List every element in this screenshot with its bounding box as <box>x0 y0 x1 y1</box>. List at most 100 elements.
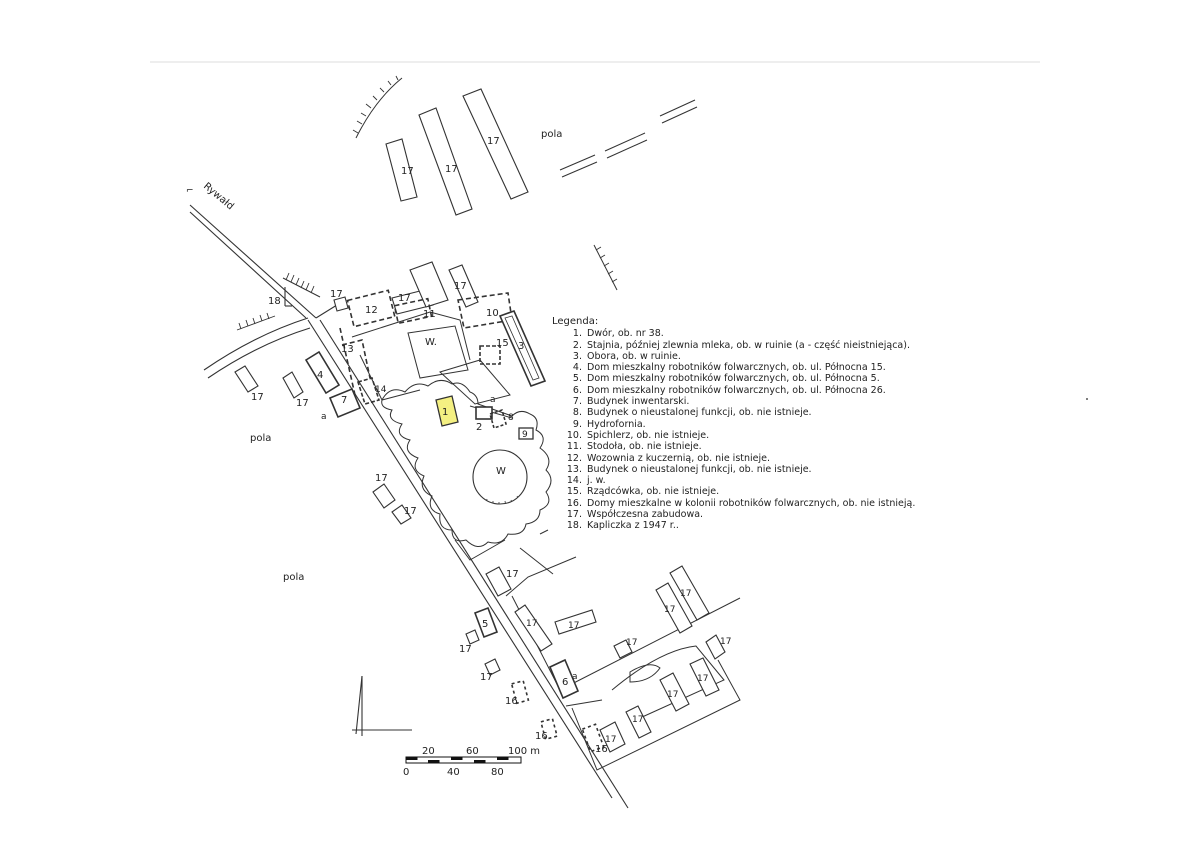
building-8 <box>489 408 507 430</box>
building-17-s2 <box>465 629 480 645</box>
label-11: 11 <box>423 309 436 320</box>
legend-item-text: Dom mieszkalny robotników folwarcznych, … <box>587 384 886 396</box>
scale-bar <box>405 756 522 764</box>
label-17-n2: 17 <box>445 164 458 175</box>
label-17-e7: 17 <box>697 674 708 684</box>
chapel-cross <box>284 287 292 307</box>
legend-item-number: 7. <box>572 396 582 408</box>
legend: Legenda: 1.Dwór, ob. nr 38.2.Stajnia, pó… <box>552 316 915 532</box>
pond <box>472 449 528 505</box>
legend-title: Legenda: <box>552 316 599 327</box>
legend-item-number: 15. <box>566 486 582 498</box>
building-16-c <box>581 723 605 753</box>
legend-item-number: 2. <box>572 339 582 351</box>
label-7a: a <box>321 412 327 422</box>
label-10: 10 <box>486 308 499 319</box>
building-9 <box>518 427 534 440</box>
building-13 <box>339 327 371 396</box>
label-17-w4: 17 <box>404 506 417 517</box>
building-10 <box>457 292 513 329</box>
building-2 <box>475 406 493 420</box>
scale-tick-40: 40 <box>447 767 460 778</box>
legend-item-number: 10. <box>566 429 582 441</box>
legend-item-text: Spichlerz, ob. nie istnieje. <box>587 429 710 441</box>
label-16-a: 16 <box>505 696 518 707</box>
building-7 <box>328 387 362 419</box>
building-15 <box>479 345 501 365</box>
building-17-e6 <box>705 634 726 660</box>
legend-item: 13. Budynek o nieustalonej funkcji, ob. n… <box>552 464 915 475</box>
label-16-c: 16 <box>595 744 608 755</box>
legend-item-number: 6. <box>572 384 582 396</box>
label-17-s2: 17 <box>459 644 472 655</box>
legend-item-number: 14. <box>566 475 582 487</box>
scale-tick-20: 20 <box>422 746 435 757</box>
main-road <box>189 204 629 809</box>
label-17-s: 17 <box>330 289 343 300</box>
building-11 <box>393 297 433 325</box>
legend-item-number: 9. <box>572 418 582 430</box>
scan-dot <box>1086 398 1088 400</box>
legend-item-text: Budynek o nieustalonej funkcji, ob. nie … <box>587 463 812 475</box>
legend-item-number: 3. <box>572 350 582 362</box>
label-14: 14 <box>375 385 387 395</box>
label-17-s1: 17 <box>506 569 519 580</box>
legend-item: 12.Wozownia z kuczernią, ob. nie istniej… <box>552 453 915 464</box>
building-17-tall <box>448 264 479 308</box>
legend-item: 18.Kapliczka z 1947 r.. <box>552 520 915 531</box>
label-18: 18 <box>268 296 281 307</box>
legend-item-number: 8. <box>572 407 582 419</box>
building-1-manor <box>435 395 459 427</box>
building-3 <box>498 309 547 388</box>
scale-tick-0: 0 <box>403 767 409 778</box>
scale-tick-100: 100 m <box>508 746 540 757</box>
legend-item-number: 4. <box>572 362 582 374</box>
building-17-e4 <box>669 565 710 621</box>
field-label-north: pola <box>541 129 562 140</box>
slope-hatch-west <box>236 315 276 331</box>
legend-item-number: 12. <box>566 452 582 464</box>
building-17-small <box>333 296 349 312</box>
slope-hatch-east <box>593 244 618 291</box>
legend-item: 2. Stajnia, później zlewnia mleka, ob. w … <box>552 340 915 351</box>
legend-item: 14.j. w. <box>552 475 915 486</box>
label-17-w3: 17 <box>375 473 388 484</box>
legend-item-text: Kapliczka z 1947 r.. <box>587 520 679 532</box>
building-17-w4 <box>391 504 412 525</box>
legend-item-text: Stajnia, później zlewnia mleka, ob. w ru… <box>587 339 910 351</box>
building-16-a <box>510 679 530 705</box>
label-17-e6: 17 <box>720 637 731 647</box>
legend-item: 9.Hydrofornia. <box>552 419 915 430</box>
label-9: 9 <box>522 430 528 440</box>
label-17-e10: 17 <box>605 735 616 745</box>
field-label-southwest: pola <box>283 572 304 583</box>
building-5 <box>473 606 499 639</box>
label-3: 3 <box>518 341 524 352</box>
legend-item: 3.Obora, ob. w ruinie. <box>552 351 915 362</box>
label-6a: a <box>572 672 578 682</box>
legend-item: 15.Rządcówka, ob. nie istnieje. <box>552 486 915 497</box>
building-17-e7 <box>689 657 720 697</box>
road-arrow-mark: ⌐ <box>186 186 194 196</box>
label-7: 7 <box>341 395 347 406</box>
legend-item-text: Budynek o nieustalonej funkcji, ob. nie … <box>587 407 812 419</box>
property-lines <box>505 529 577 597</box>
building-17-e5 <box>613 639 633 659</box>
building-12 <box>346 289 396 328</box>
label-17-w1: 17 <box>251 392 264 403</box>
building-16-b <box>539 717 559 741</box>
north-arrow <box>352 675 412 736</box>
legend-item: 4.Dom mieszkalny robotników folwarcznych… <box>552 362 915 373</box>
legend-item-number: 13. <box>566 463 582 475</box>
building-17-e10 <box>599 721 626 753</box>
label-17-e4: 17 <box>680 589 691 599</box>
label-15: 15 <box>496 338 509 349</box>
label-17-e8: 17 <box>667 690 678 700</box>
legend-item: 6. Dom mieszkalny robotników folwarcznych… <box>552 385 915 396</box>
north-modern-buildings <box>385 88 529 216</box>
label-17-e2: 17 <box>568 621 579 631</box>
park-south-edge <box>454 539 506 561</box>
building-17-w3 <box>372 483 396 509</box>
road-name-label: Rywałd <box>201 181 236 212</box>
